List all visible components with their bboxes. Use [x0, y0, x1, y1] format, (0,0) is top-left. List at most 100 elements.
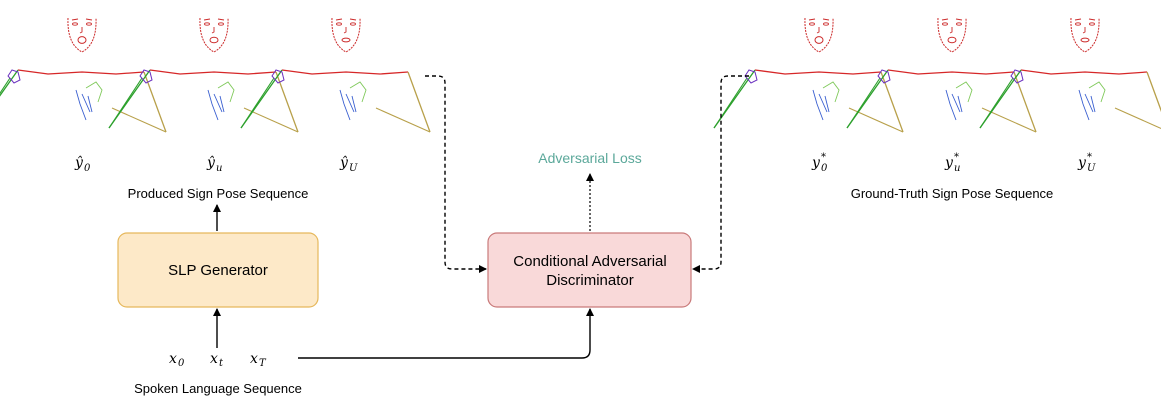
- pose-figure: [713, 17, 904, 133]
- right-upper-arm: [880, 71, 904, 133]
- produced-pose-figures: [0, 17, 431, 133]
- right-hand: [812, 89, 830, 121]
- pose-figure: [979, 17, 1161, 130]
- input-symbol-T: x T: [250, 351, 267, 369]
- right-hand: [945, 89, 963, 121]
- left-forearm: [108, 77, 143, 129]
- svg-text:U: U: [349, 163, 358, 174]
- svg-text:ŷ: ŷ: [339, 154, 349, 171]
- gt-symbol-u: y * u: [944, 152, 960, 174]
- produced-sequence-label: Produced Sign Pose Sequence: [128, 186, 309, 201]
- left-brow: [941, 18, 949, 21]
- right-hand: [1078, 89, 1096, 121]
- right-forearm: [375, 107, 431, 133]
- gt-symbol-0: y * 0: [811, 152, 828, 174]
- mouth: [341, 37, 351, 43]
- svg-text:U: U: [1087, 163, 1096, 174]
- svg-text:*: *: [821, 152, 826, 163]
- pose-figure: [240, 17, 431, 133]
- left-eye: [204, 22, 210, 26]
- svg-text:x: x: [169, 351, 177, 367]
- right-upper-arm: [1013, 71, 1037, 133]
- right-eye: [956, 22, 962, 26]
- left-brow: [808, 18, 816, 21]
- left-brow: [203, 18, 211, 21]
- left-hand: [271, 69, 285, 84]
- svg-text:0: 0: [821, 163, 828, 174]
- slp-generator-box: [117, 232, 319, 308]
- right-eye: [1089, 22, 1095, 26]
- svg-text:y: y: [944, 155, 954, 171]
- left-hand: [877, 69, 891, 84]
- slp-generator-label: SLP Generator: [168, 262, 268, 279]
- mouth: [209, 36, 219, 44]
- hand-fingers: [1088, 81, 1106, 103]
- hand-fingers: [85, 81, 103, 103]
- right-brow: [349, 18, 357, 21]
- svg-text:*: *: [954, 152, 959, 163]
- left-forearm: [846, 77, 881, 129]
- produced-to-discriminator-arrow: [425, 75, 487, 273]
- nose: [79, 27, 83, 34]
- hand-fingers: [955, 81, 973, 103]
- svg-text:u: u: [216, 163, 222, 174]
- right-eye: [86, 22, 92, 26]
- right-hand: [339, 89, 357, 121]
- shoulder-line: [754, 69, 882, 75]
- face-outline: [199, 17, 229, 53]
- svg-text:0: 0: [178, 358, 185, 369]
- mouth: [1080, 37, 1090, 43]
- right-brow: [955, 18, 963, 21]
- produced-symbol-0: ŷ 0: [74, 154, 91, 174]
- right-eye: [218, 22, 224, 26]
- left-eye: [809, 22, 815, 26]
- face-outline: [67, 17, 97, 53]
- discriminator-label-line2: Discriminator: [546, 272, 634, 289]
- ground-truth-sequence-label: Ground-Truth Sign Pose Sequence: [851, 186, 1054, 201]
- ground-truth-pose-figures: [713, 17, 1161, 133]
- mouth: [814, 36, 824, 44]
- left-brow: [335, 18, 343, 21]
- shoulder-line: [887, 69, 1015, 75]
- left-eye: [72, 22, 78, 26]
- right-hand: [207, 89, 225, 121]
- produced-symbol-U: ŷ U: [339, 154, 358, 174]
- face-outline: [331, 17, 361, 53]
- right-brow: [822, 18, 830, 21]
- nose: [343, 27, 347, 34]
- nose: [816, 27, 820, 34]
- right-upper-arm: [1146, 71, 1161, 113]
- left-forearm: [0, 77, 11, 95]
- hand-fingers: [349, 81, 367, 103]
- svg-text:x: x: [210, 351, 218, 367]
- nose: [211, 27, 215, 34]
- shoulder-line: [281, 69, 409, 75]
- left-hand: [139, 69, 153, 84]
- input-symbol-t: x t: [210, 351, 224, 369]
- nose: [949, 27, 953, 34]
- right-upper-arm: [143, 71, 167, 133]
- svg-text:u: u: [954, 163, 960, 174]
- shoulder-line: [1020, 69, 1148, 75]
- right-upper-arm: [407, 71, 431, 133]
- left-eye: [942, 22, 948, 26]
- left-hand: [744, 69, 758, 84]
- mouth: [77, 36, 87, 44]
- mouth: [947, 36, 957, 44]
- discriminator-label-line1: Conditional Adversarial: [513, 253, 666, 270]
- face-outline: [804, 17, 834, 53]
- svg-text:t: t: [219, 358, 224, 369]
- left-hand: [1010, 69, 1024, 84]
- svg-text:y: y: [811, 155, 821, 171]
- svg-text:ŷ: ŷ: [74, 154, 84, 171]
- gt-symbol-U: y * U: [1077, 152, 1096, 174]
- left-forearm: [713, 77, 748, 129]
- gt-to-discriminator-arrow: [692, 75, 749, 273]
- left-eye: [336, 22, 342, 26]
- face-outline: [937, 17, 967, 53]
- nose: [1082, 27, 1086, 34]
- svg-text:*: *: [1087, 152, 1092, 163]
- spoken-sequence-label: Spoken Language Sequence: [134, 381, 302, 396]
- adversarial-loss-label: Adversarial Loss: [538, 150, 642, 166]
- svg-text:y: y: [1077, 155, 1087, 171]
